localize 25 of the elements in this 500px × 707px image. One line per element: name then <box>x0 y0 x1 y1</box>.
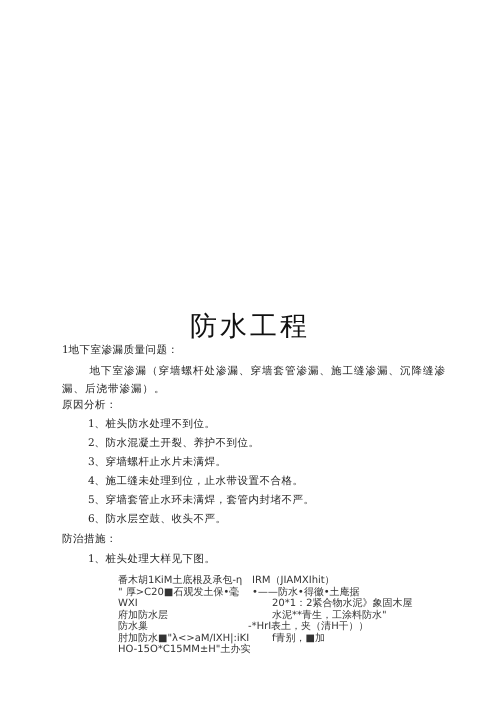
list-item: 3、穿墙螺杆止水片未满焊。 <box>88 456 227 470</box>
list-item: 4、施工缝未处理到位，止水带设置不合格。 <box>88 475 304 489</box>
section-heading: 防治措施： <box>62 533 117 547</box>
detail-note: 水泥**青生，工涂料防水" <box>272 608 387 620</box>
detail-note: IRM（JIAMXIhit） <box>252 574 335 586</box>
paragraph: 地下室渗漏（穿墙螺杆处渗漏、穿墙套管渗漏、施工缝渗漏、沉降缝渗漏、后浇带渗漏）。 <box>62 364 447 398</box>
detail-note: 防水巢 <box>118 620 148 632</box>
detail-note: 府加防水层 <box>118 608 168 620</box>
list-item: 1、桩头处理大样见下图。 <box>88 553 216 567</box>
document-title: 防水工程 <box>189 310 311 344</box>
detail-note: 番木胡1KiM土底根及承包-η <box>118 574 242 586</box>
detail-note: -*HrI表土，夹（清H干）） <box>248 620 369 632</box>
detail-note: " 厚>C20■石观发土保•毫 <box>118 586 240 598</box>
list-item: 2、防水混凝土开裂、养护不到位。 <box>88 437 260 451</box>
list-item: 6、防水层空鼓、收头不严。 <box>88 513 227 527</box>
detail-note: 20*1：2紧合物水泥》象固木屋 <box>272 597 412 610</box>
section-heading: 原因分析： <box>62 399 117 413</box>
list-item: 5、穿墙套管止水环未满焊，套管内封堵不严。 <box>88 494 315 508</box>
detail-note: •——防水•得徽•土庵据 <box>252 586 360 598</box>
detail-note: 肘加防水■"λ<>aM/IXH|:iKI <box>118 632 250 644</box>
detail-note: HO-15O*C15MM±H"土办实 <box>118 644 250 656</box>
detail-note: f青别，■加 <box>272 632 325 644</box>
detail-note: WXI <box>118 597 138 610</box>
section-heading: 1地下室渗漏质量问题： <box>62 344 179 358</box>
list-item: 1、桩头防水处理不到位。 <box>88 418 216 432</box>
